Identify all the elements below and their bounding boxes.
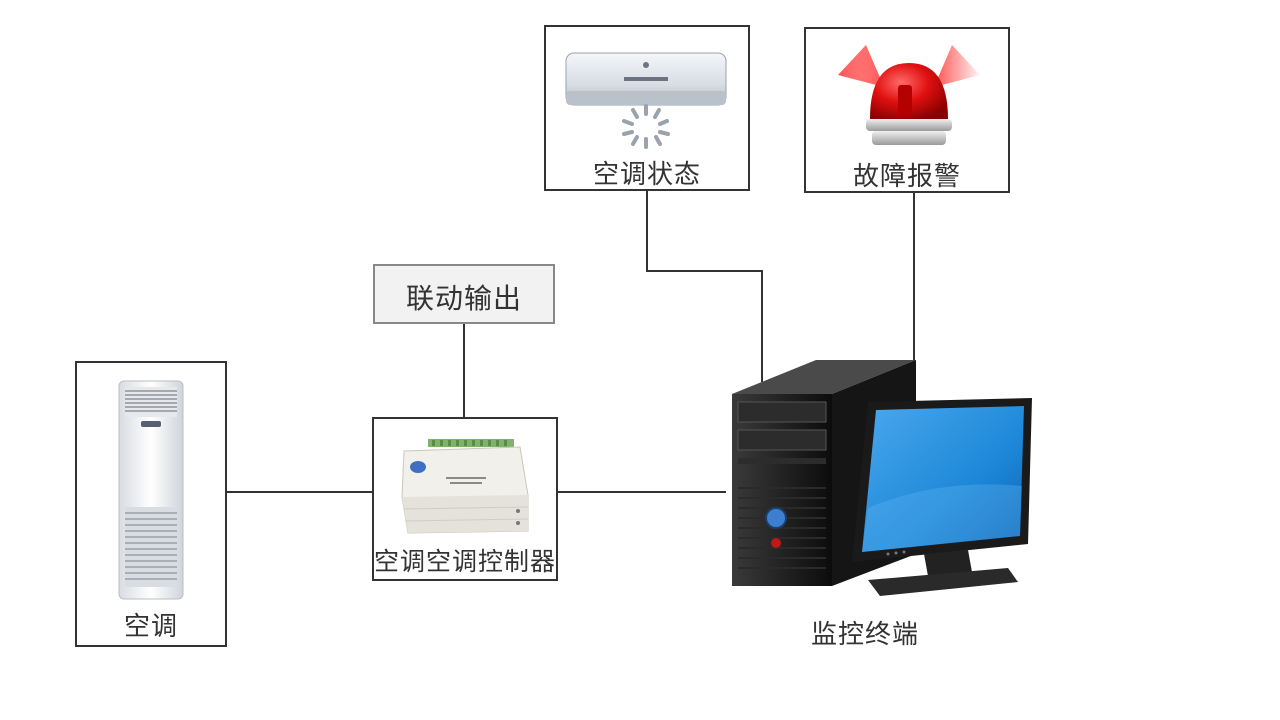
wire-alarm-to-terminal [913, 193, 915, 363]
controller-label: 空调空调控制器 [374, 547, 557, 576]
wire-ac-to-controller [227, 491, 372, 493]
wire-controller-to-terminal [558, 491, 726, 493]
ac-unit-node: 空调 [75, 361, 227, 647]
fault-alarm-node: 故障报警 [804, 27, 1010, 193]
controller-node: 空调空调控制器 [372, 417, 558, 581]
wire-status-across [646, 270, 763, 272]
ac-unit-label: 空调 [123, 612, 178, 642]
ac-status-label: 空调状态 [592, 160, 701, 190]
fault-alarm-label: 故障报警 [852, 162, 961, 192]
wire-status-to-terminal [761, 270, 763, 382]
wire-status-down [646, 191, 648, 271]
wall-air-conditioner-icon [565, 52, 727, 149]
floor-air-conditioner-icon [118, 380, 184, 600]
linkage-output-node: 联动输出 [373, 264, 555, 324]
alarm-beacon-icon [838, 45, 980, 145]
linkage-output-label: 联动输出 [405, 282, 522, 315]
controller-module-icon [401, 439, 529, 534]
wire-linkage-to-controller [463, 324, 465, 417]
desktop-computer-icon [732, 360, 1032, 596]
ac-status-node: 空调状态 [544, 25, 750, 191]
monitor-terminal-label: 监控终端 [810, 620, 919, 650]
